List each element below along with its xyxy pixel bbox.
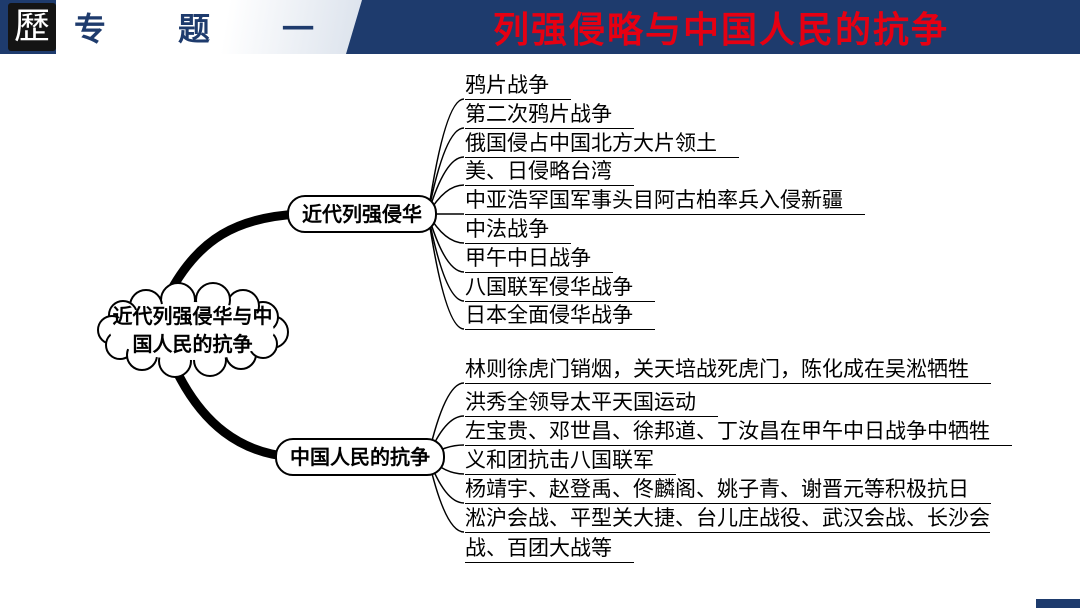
- leaf-item: 中亚浩罕国军事头目阿古柏率兵入侵新疆: [465, 185, 865, 215]
- topic-char: 题: [177, 10, 210, 48]
- leaf-item: 美、日侵略台湾: [465, 156, 634, 186]
- leaf-item: 义和团抗击八国联军: [465, 445, 676, 475]
- header-bar: 歷 专 题 一 列强侵略与中国人民的抗争: [0, 0, 1080, 54]
- connector-line: [427, 127, 465, 215]
- leaf-item: 左宝贵、邓世昌、徐邦道、丁汝昌在甲午中日战争中牺牲: [465, 416, 1012, 446]
- leaf-item: 俄国侵占中国北方大片领土: [465, 128, 739, 158]
- history-logo: 歷: [8, 3, 56, 51]
- root-topic: 近代列强侵华与中国人民的抗争: [112, 304, 273, 356]
- corner-decoration: [1036, 599, 1080, 608]
- branch-node-resistance: 中国人民的抗争: [275, 438, 445, 476]
- leaf-item: 洪秀全领导太平天国运动: [465, 387, 718, 417]
- trunk-curves: [163, 209, 305, 462]
- leaf-item: 日本全面侵华战争: [465, 300, 655, 330]
- leaf-item: 杨靖宇、赵登禹、佟麟阁、姚子青、谢晋元等积极抗日: [465, 474, 991, 504]
- leaf-item: 淞沪会战、平型关大捷、台儿庄战役、武汉会战、长沙会战、百团大战等: [465, 503, 1010, 563]
- leaf-item: 中法战争: [465, 214, 571, 244]
- leaf-item: 八国联军侵华战争: [465, 272, 655, 302]
- slide-title: 列强侵略与中国人民的抗争: [492, 10, 949, 51]
- leaf-item: 林则徐虎门销烟，关天培战死虎门，陈化成在吴淞牺牲: [465, 354, 991, 384]
- cloud-shape: [97, 282, 289, 378]
- topic-label: 专 题 一: [56, 0, 362, 54]
- leaf-item: 甲午中日战争: [465, 243, 613, 273]
- leaf-item: 第二次鸦片战争: [465, 99, 634, 129]
- connector-line: [427, 213, 465, 330]
- title-area: 列强侵略与中国人民的抗争: [362, 0, 1080, 54]
- trunk-curve-bottom: [170, 363, 297, 462]
- branch-node-invasions: 近代列强侵华: [287, 195, 437, 233]
- connector-line: [427, 213, 465, 302]
- trunk-curve-top: [163, 209, 305, 301]
- topic-char: 一: [281, 10, 314, 48]
- leaf-item: 鸦片战争: [465, 70, 571, 100]
- connector-line: [427, 98, 465, 215]
- topic-char: 专: [74, 10, 107, 48]
